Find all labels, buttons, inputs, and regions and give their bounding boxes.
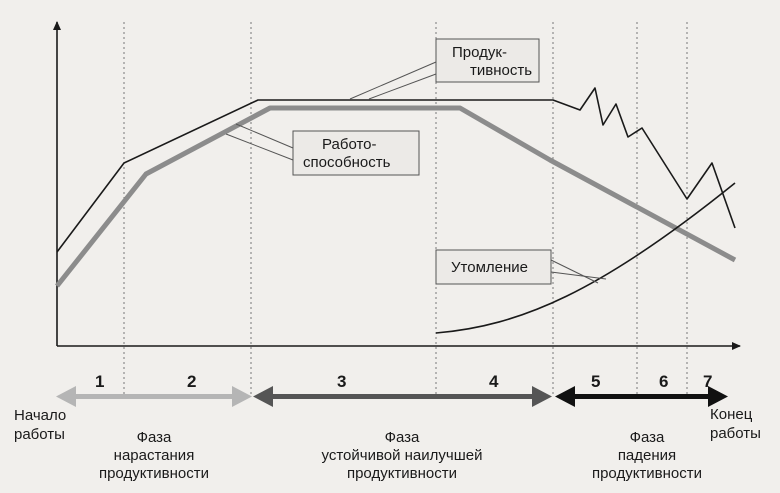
productivity-leader-1 bbox=[349, 61, 437, 100]
end-label-line1: Конец bbox=[710, 406, 753, 423]
end-label-line2: работы bbox=[710, 425, 761, 442]
stage-dividers bbox=[123, 22, 688, 395]
work-capacity-label: Работо- способность bbox=[225, 123, 420, 176]
phase2-caption-line3: продуктивности bbox=[347, 465, 457, 482]
productivity-label-line2: тивность bbox=[470, 62, 532, 79]
stage-number-3: 3 bbox=[337, 372, 346, 391]
fatigue-leader-1 bbox=[550, 259, 599, 284]
phase2-caption-line2: устойчивой наилучшей bbox=[322, 447, 483, 464]
phase1-caption-line3: продуктивности bbox=[99, 465, 209, 482]
end-label: Конец работы bbox=[710, 406, 761, 442]
stage-number-7: 7 bbox=[703, 372, 712, 391]
start-label: Начало работы bbox=[14, 407, 66, 443]
fatigue-label-text: Утомление bbox=[451, 259, 528, 276]
fatigue-curve bbox=[435, 182, 736, 334]
start-label-line1: Начало bbox=[14, 407, 66, 424]
stage-numbers: 1 2 3 4 5 6 7 bbox=[95, 372, 712, 391]
stage-number-2: 2 bbox=[187, 372, 196, 391]
stage-number-4: 4 bbox=[489, 372, 499, 391]
fatigue-leader-2 bbox=[550, 271, 607, 280]
work-capacity-curve bbox=[55, 105, 737, 288]
work-capacity-label-line1: Работо- bbox=[322, 136, 377, 153]
phase1-caption-line2: нарастания bbox=[114, 447, 195, 464]
start-label-line2: работы bbox=[14, 426, 65, 443]
phase1-caption: Фаза нарастания продуктивности bbox=[99, 429, 209, 482]
phase3-caption-line2: падения bbox=[618, 447, 676, 464]
productivity-label-line1: Продук- bbox=[452, 44, 507, 61]
fatigue-label: Утомление bbox=[435, 249, 607, 285]
phase1-arrow bbox=[56, 386, 252, 407]
work-capacity-label-line2: способность bbox=[303, 154, 391, 171]
phase3-caption-line3: продуктивности bbox=[592, 465, 702, 482]
stage-number-1: 1 bbox=[95, 372, 104, 391]
productivity-label: Продук- тивность bbox=[349, 38, 540, 100]
phase1-caption-line1: Фаза bbox=[137, 429, 172, 446]
phase2-caption: Фаза устойчивой наилучшей продуктивности bbox=[322, 429, 483, 482]
productivity-leader-2 bbox=[368, 73, 437, 100]
stage-number-5: 5 bbox=[591, 372, 600, 391]
phase3-caption: Фаза падения продуктивности bbox=[592, 429, 702, 482]
phase2-caption-line1: Фаза bbox=[385, 429, 420, 446]
phase3-caption-line1: Фаза bbox=[630, 429, 665, 446]
stage-number-6: 6 bbox=[659, 372, 668, 391]
phase3-arrow bbox=[555, 386, 728, 407]
capacity-leader-1 bbox=[235, 123, 294, 149]
productivity-curve bbox=[56, 87, 736, 253]
capacity-leader-2 bbox=[225, 133, 294, 161]
phase2-arrow bbox=[253, 386, 552, 407]
